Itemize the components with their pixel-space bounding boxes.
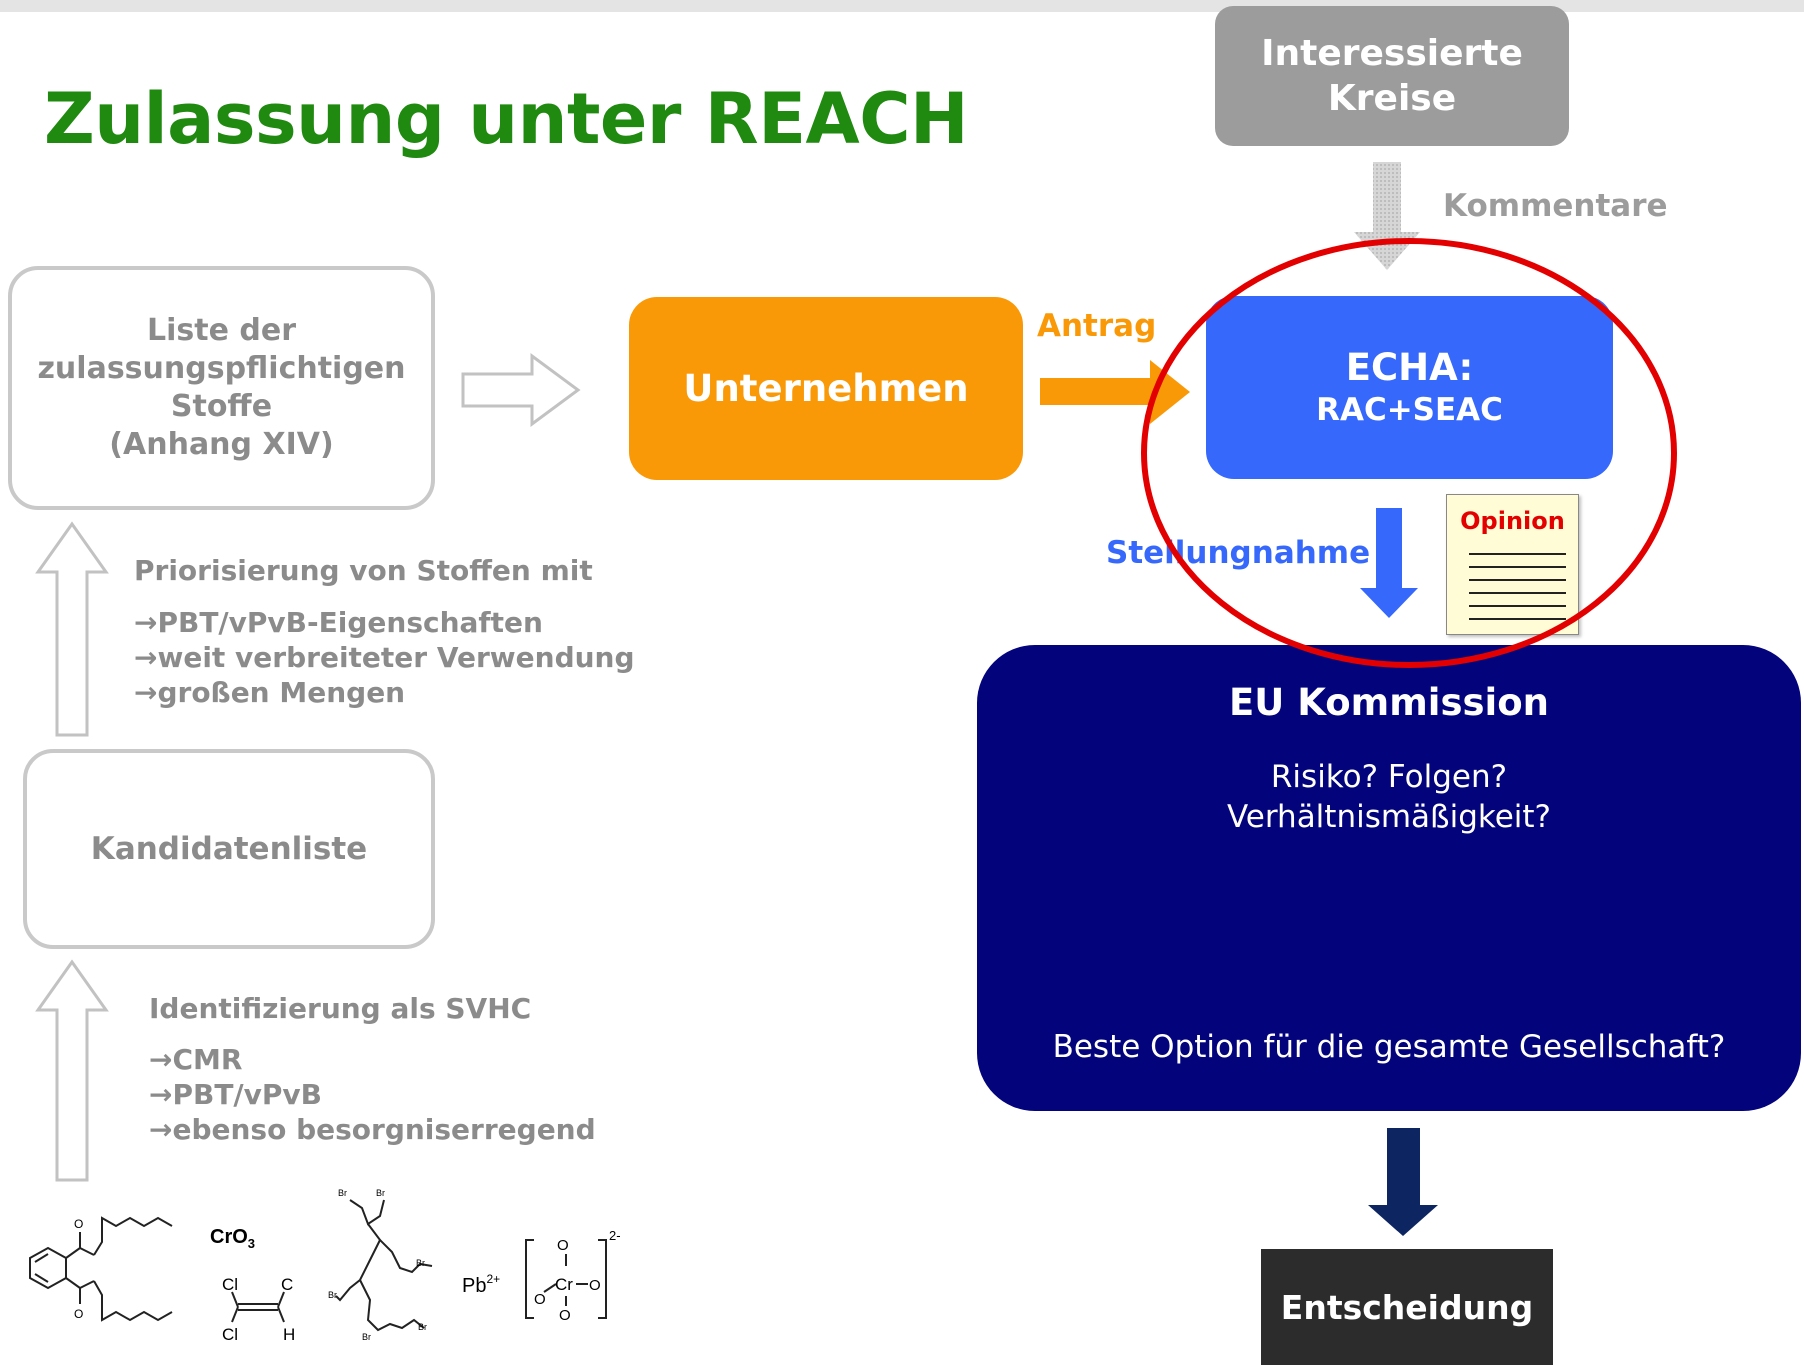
unternehmen-label: Unternehmen xyxy=(683,367,969,410)
phthalate-oxygen-label: O xyxy=(74,1307,83,1321)
opinion-line xyxy=(1469,605,1566,607)
eu-kommission-box: EU Kommission Risiko? Folgen? Verhältnis… xyxy=(977,645,1801,1111)
entscheidung-arrow xyxy=(1368,1128,1438,1236)
antrag-arrow xyxy=(1040,360,1190,424)
opinion-line xyxy=(1469,579,1566,581)
entscheidung-box: Entscheidung xyxy=(1261,1249,1553,1365)
entscheidung-label: Entscheidung xyxy=(1280,1287,1534,1327)
cl-label-1: Cl xyxy=(222,1275,238,1294)
phthalate-oxygen-label: O xyxy=(74,1217,83,1231)
echa-box: ECHA: RAC+SEAC xyxy=(1206,296,1613,479)
h-label: H xyxy=(283,1325,295,1344)
br-label-2: Br xyxy=(376,1188,385,1198)
br-label-1: Br xyxy=(338,1188,347,1198)
liste-line-4: (Anhang XIV) xyxy=(109,427,334,462)
identifizierung-item-1: →CMR xyxy=(149,1043,243,1076)
echa-line-1: ECHA: xyxy=(1345,345,1474,389)
chromate-charge: 2- xyxy=(609,1228,621,1243)
cro3-label: CrO3 xyxy=(210,1226,255,1251)
liste-line-3: Stoffe xyxy=(170,389,273,424)
pb-label: Pb2+ xyxy=(462,1272,500,1297)
opinion-line xyxy=(1469,618,1566,620)
opinion-line xyxy=(1469,553,1566,555)
stellungnahme-label: Stellungnahme xyxy=(1106,535,1371,571)
up-arrow-lower xyxy=(35,959,109,1182)
br-label-4: Br xyxy=(328,1290,337,1300)
chemical-structures: O O CrO3 Cl Cl C H Br Br Br Br Br Br Pb2… xyxy=(29,1188,621,1344)
br-label-6: Br xyxy=(418,1322,427,1332)
unternehmen-box: Unternehmen xyxy=(629,297,1023,480)
liste-line-2: zulassungspflichtigen xyxy=(37,351,406,386)
identifizierung-list: →CMR →PBT/vPvB →ebenso besorgniserregend xyxy=(149,1042,596,1147)
br-label-3: Br xyxy=(416,1258,425,1268)
eu-title: EU Kommission xyxy=(1229,681,1549,724)
liste-line-1: Liste der xyxy=(146,313,296,348)
chromate-cr: Cr xyxy=(555,1275,573,1294)
identifizierung-item-2: →PBT/vPvB xyxy=(149,1078,323,1111)
brominated-structure xyxy=(335,1199,433,1332)
priorisierung-title: Priorisierung von Stoffen mit xyxy=(134,554,593,587)
liste-box: Liste der zulassungspflichtigen Stoffe (… xyxy=(8,266,435,510)
page-title: Zulassung unter REACH xyxy=(44,78,969,160)
br-label-5: Br xyxy=(362,1332,371,1342)
kandidatenliste-label: Kandidatenliste xyxy=(90,831,368,867)
chromate-o-right: O xyxy=(589,1277,601,1294)
priorisierung-item-1: →PBT/vPvB-Eigenschaften xyxy=(134,606,543,639)
opinion-document-icon: Opinion xyxy=(1446,494,1579,635)
chromate-bracket xyxy=(525,1239,607,1319)
kommentare-label: Kommentare xyxy=(1443,188,1668,224)
priorisierung-list: →PBT/vPvB-Eigenschaften →weit verbreitet… xyxy=(134,605,635,710)
up-arrow-upper xyxy=(35,521,109,737)
echa-line-2: RAC+SEAC xyxy=(1316,391,1503,428)
identifizierung-title: Identifizierung als SVHC xyxy=(149,992,532,1025)
kandidatenliste-box: Kandidatenliste xyxy=(23,749,435,949)
dichloroethylene-structure xyxy=(231,1291,285,1323)
priorisierung-item-3: →großen Mengen xyxy=(134,676,406,709)
eu-question-2: Verhältnismäßigkeit? xyxy=(1226,799,1552,835)
interessierte-line-1: Interessierte xyxy=(1261,33,1523,74)
interessierte-line-2: Kreise xyxy=(1327,78,1457,119)
antrag-label: Antrag xyxy=(1037,308,1157,344)
cl-label-2: Cl xyxy=(222,1325,238,1344)
eu-question-3: Beste Option für die gesamte Gesellschaf… xyxy=(1052,1029,1726,1065)
interessierte-kreise-box: Interessierte Kreise xyxy=(1215,6,1569,146)
opinion-line xyxy=(1469,592,1566,594)
eu-question-1: Risiko? Folgen? xyxy=(1270,759,1508,795)
chromate-o-bottom: O xyxy=(559,1307,571,1324)
phthalate-structure xyxy=(29,1216,173,1322)
right-arrow-hollow xyxy=(461,353,581,427)
kommentare-arrow xyxy=(1354,162,1420,270)
priorisierung-item-2: →weit verbreiteter Verwendung xyxy=(134,641,635,674)
chromate-o-left: O xyxy=(534,1291,546,1308)
chromate-o-top: O xyxy=(557,1237,569,1254)
identifizierung-item-3: →ebenso besorgniserregend xyxy=(149,1113,596,1146)
opinion-label: Opinion xyxy=(1460,507,1565,535)
c-label: C xyxy=(281,1275,293,1294)
opinion-line xyxy=(1469,566,1566,568)
